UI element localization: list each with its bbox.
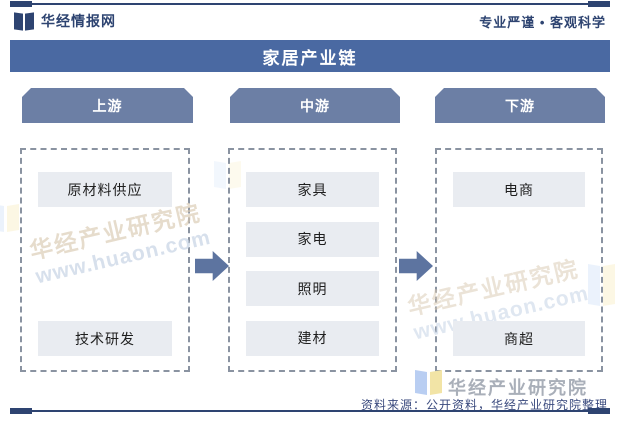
midstream-group: 家具家电照明建材: [228, 148, 397, 372]
footer-brand-watermark: 华经产业研究院: [448, 378, 588, 398]
chain-item: 原材料供应: [38, 172, 172, 207]
right-arrow-icon: [399, 251, 433, 281]
upstream-group: 原材料供应技术研发: [20, 148, 190, 372]
brand: 华经情报网: [14, 11, 116, 31]
bottom-divider-cap-right: [588, 408, 610, 414]
downstream-group: 电商商超: [435, 148, 603, 372]
chain-item: 家电: [246, 221, 379, 257]
chart-title: 家居产业链: [10, 40, 610, 72]
chain-item: 照明: [246, 271, 379, 307]
top-divider-cap-left: [10, 1, 32, 7]
chain-item: 家具: [246, 172, 379, 207]
top-divider: [10, 1, 610, 7]
book-logo-icon: [14, 11, 34, 31]
bottom-divider-cap-left: [10, 408, 32, 414]
right-arrow-icon: [195, 251, 229, 281]
column-header-downstream: 下游: [435, 88, 605, 123]
page-header: 华经情报网 专业严谨 • 客观科学: [14, 11, 606, 31]
brand-name: 华经情报网: [41, 13, 116, 29]
data-source-note: 资料来源：公开资料，华经产业研究院整理: [360, 398, 608, 412]
chain-item: 技术研发: [38, 321, 172, 356]
chain-item: 建材: [246, 320, 379, 356]
brand-slogan: 专业严谨 • 客观科学: [479, 14, 606, 30]
column-header-upstream: 上游: [22, 88, 193, 123]
footer-book-logo-icon: [415, 370, 442, 395]
bottom-divider: [10, 408, 610, 414]
chain-item: 电商: [453, 172, 585, 207]
chain-item: 商超: [453, 321, 585, 356]
column-header-midstream: 中游: [230, 88, 400, 123]
top-divider-cap-right: [588, 1, 610, 7]
